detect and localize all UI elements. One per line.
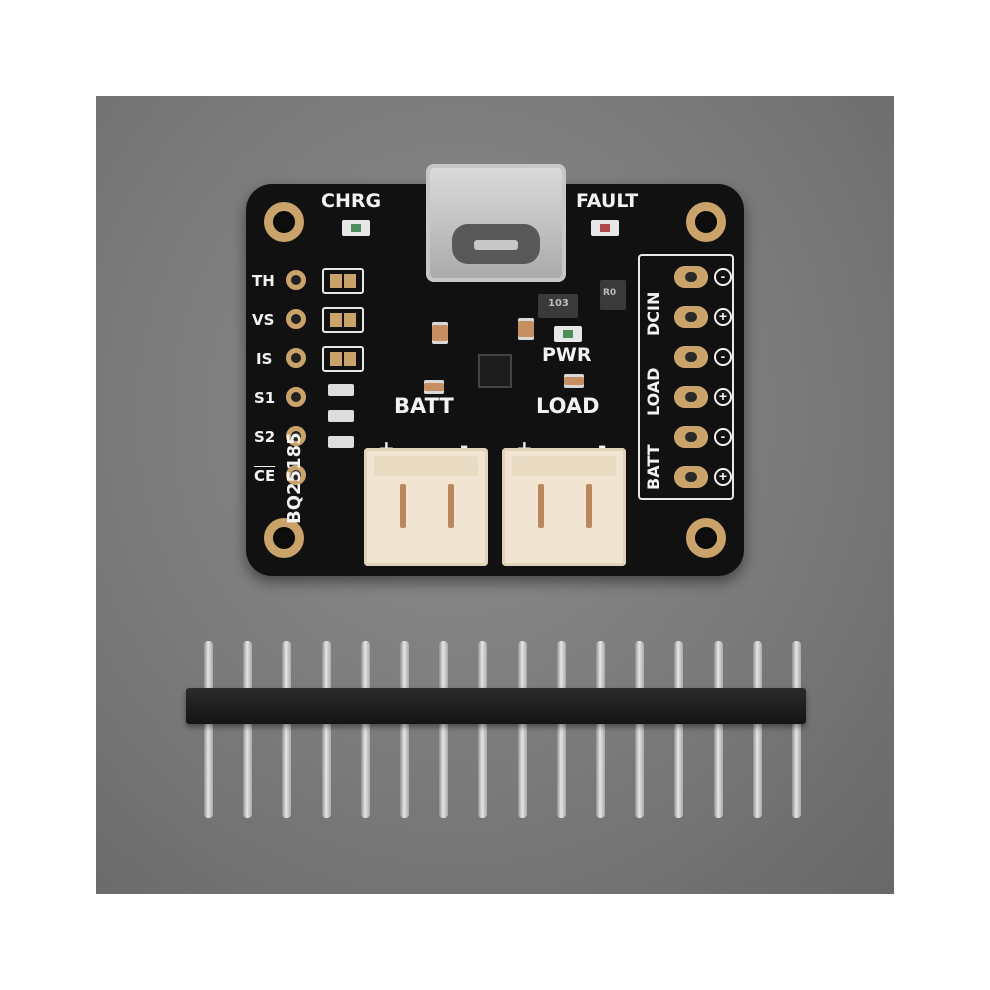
product-photo: CHRG FAULT TH VS IS S1 S2 CE 103 R0 bbox=[96, 96, 894, 894]
plus-symbol: + bbox=[714, 388, 732, 406]
header-plastic-body bbox=[186, 688, 806, 724]
smd-capacitor bbox=[564, 374, 584, 388]
mounting-hole-bottom-left bbox=[264, 518, 304, 558]
plus-symbol: + bbox=[714, 468, 732, 486]
minus-symbol: - bbox=[714, 348, 732, 366]
header-pin bbox=[517, 641, 527, 691]
pin-label-th: TH bbox=[252, 272, 275, 290]
batt-jst-connector bbox=[364, 448, 488, 566]
solder-jumper-th bbox=[322, 268, 364, 294]
header-pin bbox=[635, 641, 645, 691]
header-pin bbox=[596, 722, 605, 818]
smd-capacitor bbox=[518, 318, 534, 340]
header-pin bbox=[360, 641, 370, 691]
plus-symbol: + bbox=[714, 308, 732, 326]
pin-label-s2: S2 bbox=[254, 428, 276, 446]
mounting-hole-top-left bbox=[264, 202, 304, 242]
minus-symbol: - bbox=[714, 428, 732, 446]
header-pin bbox=[635, 722, 645, 818]
terminal-pad-batt-plus bbox=[674, 466, 708, 488]
header-pin bbox=[674, 722, 684, 818]
header-pin bbox=[282, 641, 292, 691]
header-pin bbox=[792, 722, 801, 818]
load-minus-label: - bbox=[598, 434, 607, 458]
header-pin bbox=[321, 641, 331, 691]
chip-name-label: BQ25185 bbox=[284, 432, 305, 524]
pin-pad-ce bbox=[286, 465, 306, 485]
header-pin bbox=[439, 641, 449, 691]
chrg-led bbox=[342, 220, 370, 236]
header-pin bbox=[713, 641, 723, 691]
resistor-r0 bbox=[600, 280, 626, 310]
header-pin bbox=[596, 641, 605, 691]
header-pin bbox=[674, 641, 684, 691]
charger-ic bbox=[478, 354, 512, 388]
header-pin bbox=[556, 722, 566, 818]
mounting-hole-top-right bbox=[686, 202, 726, 242]
header-pin bbox=[204, 641, 213, 691]
header-pin bbox=[243, 641, 253, 691]
right-terminal-box bbox=[638, 254, 734, 500]
inductor bbox=[538, 294, 578, 318]
pin-pad-is bbox=[286, 348, 306, 368]
smd-capacitor bbox=[424, 380, 444, 394]
header-pin bbox=[243, 722, 253, 818]
group-label-batt: BATT bbox=[644, 444, 663, 490]
header-pin bbox=[752, 722, 762, 818]
smd-resistor bbox=[328, 436, 354, 448]
solder-jumper-is bbox=[322, 346, 364, 372]
header-pin bbox=[204, 722, 213, 818]
pin-label-s1: S1 bbox=[254, 389, 276, 407]
resistor-mark: R0 bbox=[603, 288, 617, 298]
terminal-pad-dcin-plus bbox=[674, 306, 708, 328]
batt-minus-label: - bbox=[460, 434, 469, 458]
chrg-label: CHRG bbox=[321, 190, 382, 212]
header-pin bbox=[752, 641, 762, 691]
header-pin bbox=[321, 722, 331, 818]
pin-label-ce: CE bbox=[254, 467, 276, 485]
smd-capacitor bbox=[432, 322, 448, 344]
usb-c-connector bbox=[426, 164, 566, 282]
pin-pad-s2 bbox=[286, 426, 306, 446]
terminal-pad-batt-minus bbox=[674, 426, 708, 448]
group-label-load: LOAD bbox=[644, 367, 663, 416]
header-pin bbox=[792, 641, 801, 691]
group-label-dcin: DCIN bbox=[644, 291, 663, 336]
pin-pad-th bbox=[286, 270, 306, 290]
header-pin bbox=[400, 641, 409, 691]
header-pin bbox=[517, 722, 527, 818]
header-pin bbox=[439, 722, 449, 818]
header-pin bbox=[360, 722, 370, 818]
header-pin bbox=[478, 641, 488, 691]
fault-label: FAULT bbox=[576, 190, 639, 212]
pwr-led bbox=[554, 326, 582, 342]
terminal-pad-dcin-minus bbox=[674, 266, 708, 288]
pcb-board: CHRG FAULT TH VS IS S1 S2 CE 103 R0 bbox=[246, 164, 744, 576]
pin-pad-s1 bbox=[286, 387, 306, 407]
header-pin bbox=[282, 722, 292, 818]
terminal-pad-load-minus bbox=[674, 346, 708, 368]
header-pin bbox=[478, 722, 488, 818]
pin-label-is: IS bbox=[256, 350, 273, 368]
solder-jumper-vs bbox=[322, 307, 364, 333]
pwr-label: PWR bbox=[542, 344, 592, 366]
header-pin bbox=[556, 641, 566, 691]
load-connector-label: LOAD bbox=[536, 394, 600, 418]
minus-symbol: - bbox=[714, 268, 732, 286]
header-pin bbox=[400, 722, 409, 818]
mounting-hole-bottom-right bbox=[686, 518, 726, 558]
smd-resistor bbox=[328, 384, 354, 396]
pin-pad-vs bbox=[286, 309, 306, 329]
load-jst-connector bbox=[502, 448, 626, 566]
terminal-pad-load-plus bbox=[674, 386, 708, 408]
batt-connector-label: BATT bbox=[394, 394, 454, 418]
smd-resistor bbox=[328, 410, 354, 422]
fault-led bbox=[591, 220, 619, 236]
inductor-mark: 103 bbox=[548, 298, 569, 309]
pin-label-vs: VS bbox=[252, 311, 275, 329]
header-pin bbox=[713, 722, 723, 818]
